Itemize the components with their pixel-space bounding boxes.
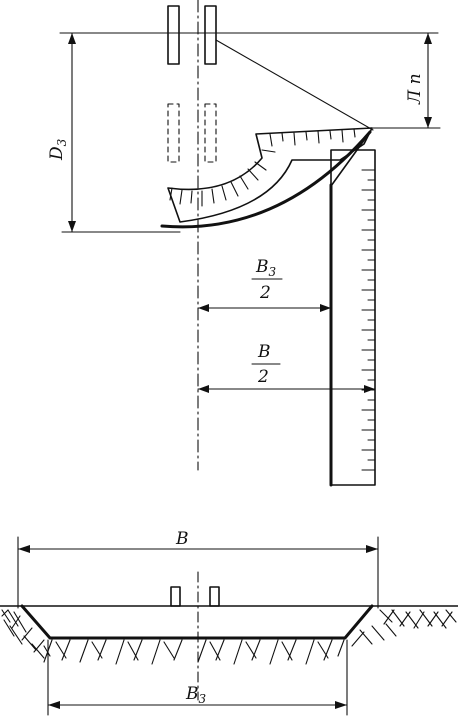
rail-left-hidden bbox=[167, 103, 180, 163]
b-half-arrow-right bbox=[364, 385, 375, 393]
svg-text:B3: B3 bbox=[255, 257, 277, 279]
lp-arrow-top bbox=[424, 33, 432, 44]
svg-text:B: B bbox=[257, 342, 271, 362]
swept-arc bbox=[160, 130, 372, 229]
svg-text:2: 2 bbox=[257, 367, 269, 387]
plan-view: D3 Л п B3 2 B 2 bbox=[47, 0, 441, 487]
b-label: B bbox=[175, 529, 189, 549]
b3-arrow-left bbox=[48, 701, 60, 709]
b3-half-arrow-left bbox=[198, 304, 209, 312]
b-arrow-right bbox=[366, 545, 378, 553]
section-view: B B3 bbox=[0, 529, 458, 716]
b3-arrow-right bbox=[335, 701, 347, 709]
ruler-diagonal bbox=[330, 131, 371, 187]
lp-arrow-bottom bbox=[424, 117, 432, 128]
b-half-label: B 2 bbox=[251, 342, 281, 387]
rail-right-outer bbox=[204, 5, 217, 65]
soil-hatch-right bbox=[351, 609, 457, 647]
rail-right-hidden bbox=[204, 103, 217, 163]
b3-half-label: B3 2 bbox=[251, 257, 283, 303]
soil-hatch-left bbox=[1, 609, 51, 659]
b-half-arrow-left bbox=[198, 385, 209, 393]
d3-arrow-bottom bbox=[68, 221, 76, 232]
protractor-ticks bbox=[169, 128, 356, 207]
lp-label: Л п bbox=[405, 73, 425, 105]
section-rail-left bbox=[170, 586, 181, 607]
b3-label: B3 bbox=[185, 684, 207, 706]
b3-half-arrow-right bbox=[320, 304, 331, 312]
b-arrow-left bbox=[18, 545, 30, 553]
section-rail-right bbox=[209, 586, 220, 607]
soil-hatch-bottom bbox=[43, 639, 345, 665]
ruler-ticks bbox=[361, 169, 376, 471]
d3-label: D3 bbox=[47, 138, 69, 161]
svg-text:2: 2 bbox=[259, 283, 271, 303]
rail-left-outer bbox=[167, 5, 180, 65]
d3-arrow-top bbox=[68, 33, 76, 44]
sight-line bbox=[215, 39, 374, 131]
trench-profile bbox=[20, 604, 374, 640]
